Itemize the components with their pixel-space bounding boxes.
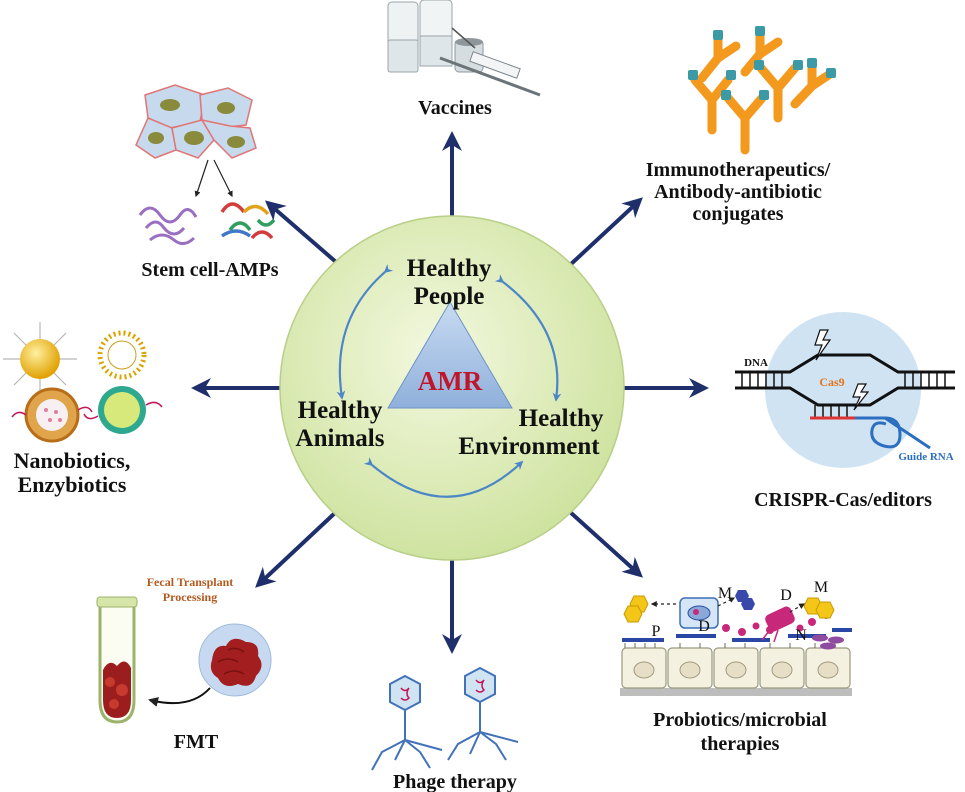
arrow-probiotics [568,510,643,578]
arrow-immunotherapeutics [568,197,643,267]
probiotic-d1: D [780,587,792,604]
healthy-environment-line2: Environment [458,433,600,460]
label-nanobiotics-line2: Enzybiotics [18,472,127,497]
fmt-caption-line2: Processing [163,590,217,604]
label-crispr: CRISPR-Cas/editors [754,489,932,511]
probiotic-gut-icon [620,590,852,696]
lightning-icon-2 [852,383,870,411]
probiotic-p: P [652,623,661,640]
amr-label: AMR [418,366,483,396]
healthy-people-line2: People [414,283,485,310]
cycle-arrow-animals-environment [363,457,524,498]
antibody-icon [688,26,836,155]
nanoparticle-icon [3,322,163,443]
stem-cell-icon [135,84,276,245]
label-fmt: FMT [174,731,219,753]
crispr-cas9-label: Cas9 [819,375,844,389]
probiotic-d2: D [698,618,710,635]
arrow-stem-cell [264,200,338,264]
fmt-tube-icon [96,596,272,724]
probiotic-n: N [795,627,807,644]
healthy-animals-line2: Animals [296,425,385,452]
fmt-caption-line1: Fecal Transplant [147,575,234,589]
healthy-people-line1: Healthy [407,255,492,282]
healthy-animals-line1: Healthy [298,397,383,424]
phage-icon [371,666,519,771]
cycle-arrows [336,264,562,498]
vaccine-icon [387,0,541,97]
radial-arrows [191,131,709,654]
lightning-icon [814,329,832,361]
probiotic-m1: M [718,585,732,602]
label-probiotics-line2: therapies [701,733,780,755]
amr-triangle [387,301,513,409]
crispr-icon [735,312,955,468]
cycle-arrow-people-animals [336,264,394,400]
label-stem-cell: Stem cell-AMPs [141,259,278,281]
label-immuno-line1: Immunotherapeutics/ [646,159,831,181]
arrow-fmt [255,510,338,588]
cycle-arrow-people-environment [494,274,562,402]
label-immuno-line2: Antibody-antibiotic [654,181,822,203]
probiotic-m2: M [814,579,828,596]
label-phage: Phage therapy [393,771,517,792]
label-probiotics-line1: Probiotics/microbial [653,709,827,731]
crispr-dna-label: DNA [744,357,768,369]
healthy-environment-line1: Healthy [519,405,604,432]
label-immuno-line3: conjugates [692,203,783,225]
label-vaccines: Vaccines [418,97,492,119]
label-nanobiotics-line1: Nanobiotics, [14,448,131,473]
crispr-guide-rna-label: Guide RNA [898,451,953,463]
